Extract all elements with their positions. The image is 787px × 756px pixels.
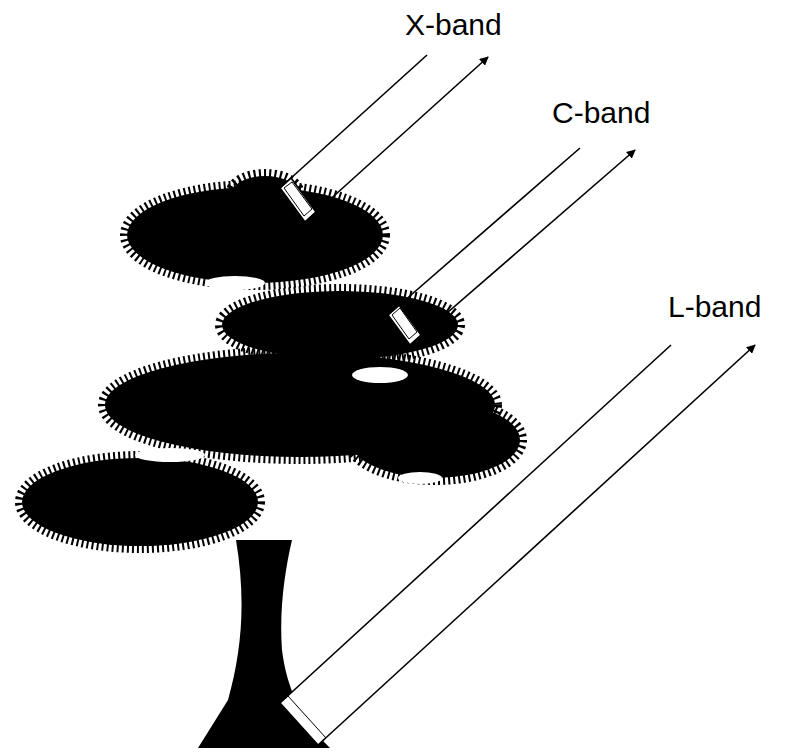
- c-band-beam: [388, 148, 635, 345]
- canopy-tier: [127, 187, 383, 283]
- band-label: X-band: [405, 8, 502, 41]
- band-label: C-band: [552, 96, 650, 129]
- tree-silhouette: [22, 176, 520, 748]
- canopy-tier: [22, 458, 258, 546]
- canopy-tier: [350, 402, 520, 478]
- band-label: L-band: [668, 290, 761, 323]
- l-band-beam: [280, 345, 755, 745]
- x-band-beam: [280, 55, 488, 222]
